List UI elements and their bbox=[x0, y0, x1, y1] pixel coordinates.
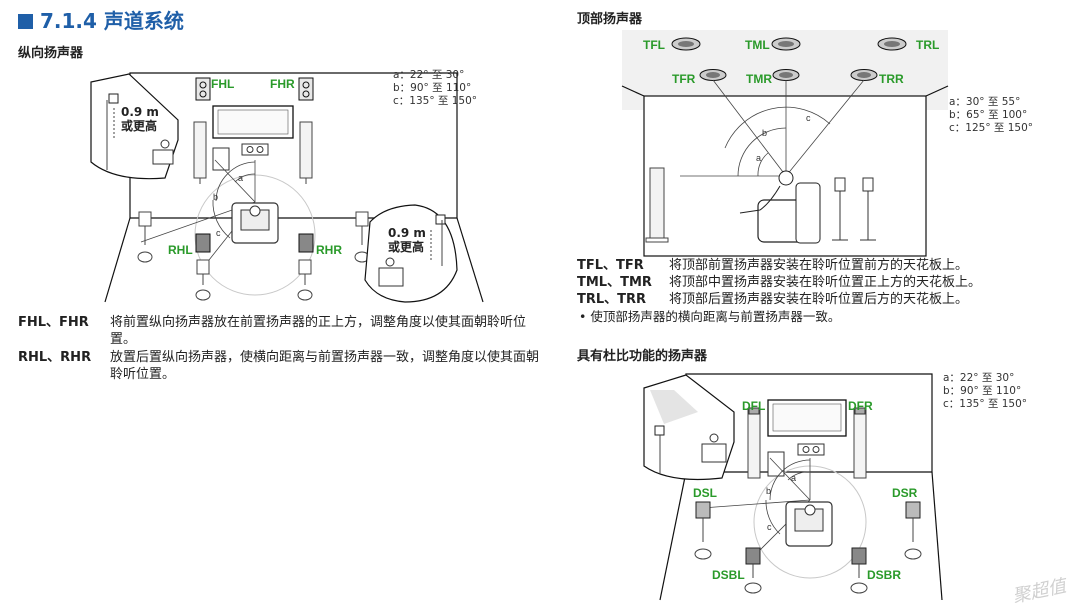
top-angle-list: a：30° 至 55°b：65° 至 100°c：125° 至 150° bbox=[949, 96, 1034, 134]
desc-term-trl-trr: TRL、TRR bbox=[577, 292, 647, 307]
top-angle-a-label: a bbox=[756, 153, 761, 163]
dolby-speakers-diagram: a b c bbox=[643, 373, 943, 601]
label-dsbr: DSBR bbox=[867, 568, 902, 582]
label-tfl: TFL bbox=[643, 38, 665, 52]
top-angle-c-label: c bbox=[806, 113, 811, 123]
label-dsr: DSR bbox=[892, 486, 918, 500]
label-dsbl: DSBL bbox=[712, 568, 745, 582]
left-angle-b-label: b bbox=[213, 192, 218, 202]
left-angle-a-label: a bbox=[238, 173, 243, 183]
top-speakers-diagram: a b c bbox=[621, 30, 949, 257]
label-trr: TRR bbox=[879, 72, 904, 86]
desc-term-fhl-fhr: FHL、FHR bbox=[18, 315, 89, 330]
dolby-angle-a-label: a bbox=[791, 473, 796, 483]
label-tml: TML bbox=[745, 38, 770, 52]
top-heading: 顶部扬声器 bbox=[577, 12, 643, 27]
dolby-angle-b-label: b bbox=[766, 486, 771, 496]
top-note: • 使顶部扬声器的横向距离与前置扬声器一致。 bbox=[579, 309, 841, 324]
dolby-angle-list: a：22° 至 30°b：90° 至 110°c：135° 至 150° bbox=[943, 372, 1028, 410]
dolby-heading: 具有杜比功能的扬声器 bbox=[577, 349, 708, 364]
desc-text-fhl-fhr: 将前置纵向扬声器放在前置扬声器的正上方，调整角度以使其面朝聆听位置。 bbox=[110, 315, 527, 347]
label-tfr: TFR bbox=[672, 72, 696, 86]
desc-term-tml-tmr: TML、TMR bbox=[577, 275, 652, 290]
height-speakers-diagram: a b c bbox=[90, 72, 484, 303]
left-description-list: FHL、FHR 将前置纵向扬声器放在前置扬声器的正上方，调整角度以使其面朝聆听位… bbox=[18, 314, 543, 384]
left-heading: 纵向扬声器 bbox=[18, 46, 84, 61]
desc-term-rhl-rhr: RHL、RHR bbox=[18, 350, 92, 365]
desc-text-trl-trr: 将顶部后置扬声器安装在聆听位置后方的天花板上。 bbox=[669, 292, 969, 307]
dolby-angle-c-label: c bbox=[767, 522, 772, 532]
section-title: 7.1.4 声道系统 bbox=[18, 5, 184, 34]
label-tmr: TMR bbox=[746, 72, 772, 86]
label-fhl: FHL bbox=[211, 77, 235, 91]
label-rhr: RHR bbox=[316, 243, 342, 257]
desc-text-tfl-tfr: 将顶部前置扬声器安装在聆听位置前方的天花板上。 bbox=[669, 258, 969, 273]
label-dfr: DFR bbox=[848, 399, 873, 413]
watermark: 聚超值 bbox=[1010, 575, 1068, 608]
top-description-list: TFL、TFR 将顶部前置扬声器安装在聆听位置前方的天花板上。 TML、TMR … bbox=[577, 257, 1047, 327]
desc-term-tfl-tfr: TFL、TFR bbox=[577, 258, 644, 273]
left-angle-list: a：22° 至 30°b：90° 至 110°c：135° 至 150° bbox=[393, 69, 478, 107]
label-dfl: DFL bbox=[742, 399, 766, 413]
label-dsl: DSL bbox=[693, 486, 717, 500]
label-trl: TRL bbox=[916, 38, 940, 52]
label-rhl: RHL bbox=[168, 243, 193, 257]
top-angle-b-label: b bbox=[762, 128, 767, 138]
square-bullet-icon bbox=[18, 14, 33, 29]
label-fhr: FHR bbox=[270, 77, 295, 91]
desc-text-rhl-rhr: 放置后置纵向扬声器，使横向距离与前置扬声器一致，调整角度以使其面朝聆听位置。 bbox=[110, 350, 540, 382]
desc-text-tml-tmr: 将顶部中置扬声器安装在聆听位置正上方的天花板上。 bbox=[669, 275, 982, 290]
left-angle-c-label: c bbox=[216, 228, 221, 238]
